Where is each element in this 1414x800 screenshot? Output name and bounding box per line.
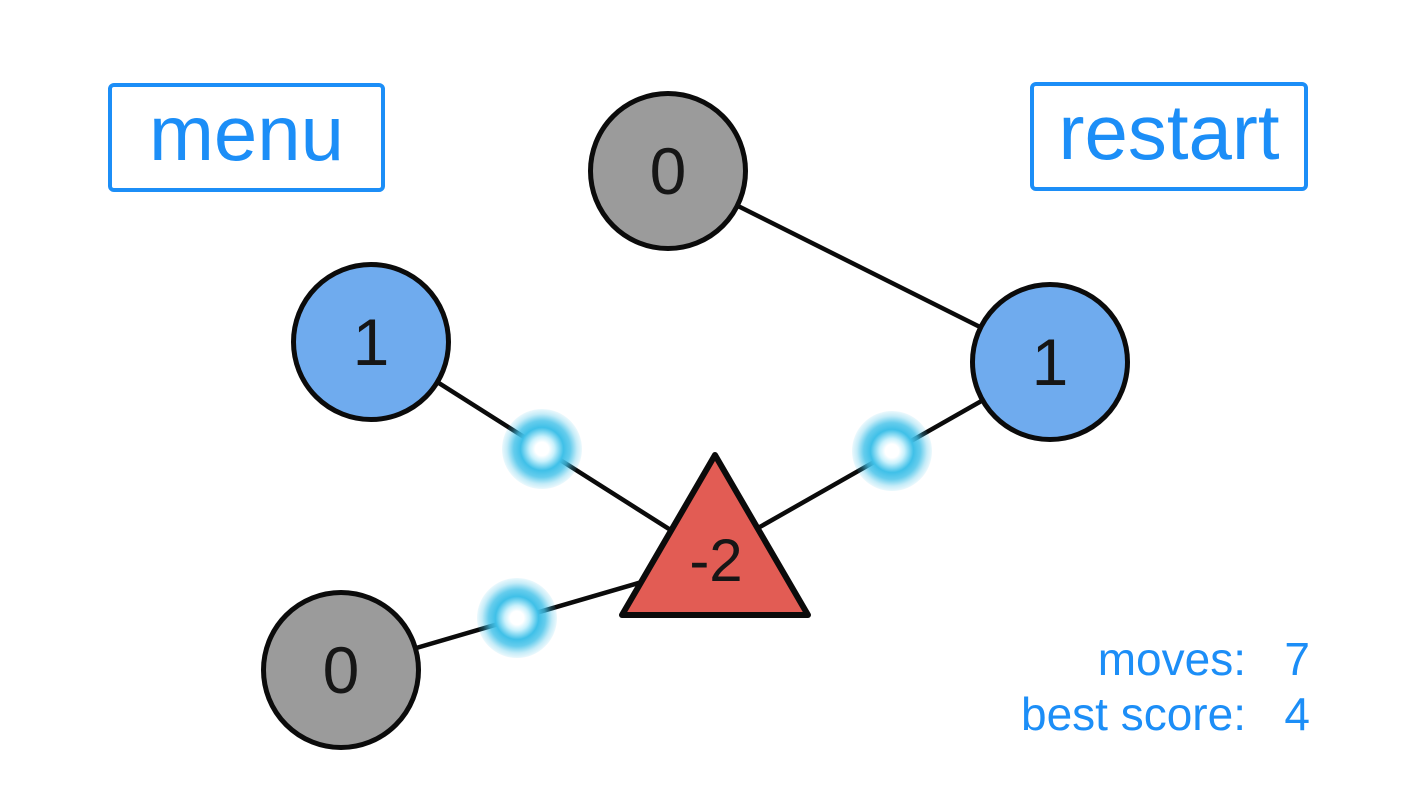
moves-value: 7 (1284, 633, 1310, 685)
score-panel: moves: 7 best score: 4 (1021, 636, 1310, 737)
best-score-value: 4 (1284, 688, 1310, 740)
node-circle-left[interactable]: 1 (291, 262, 451, 422)
node-triangle-center[interactable]: -2 (595, 435, 835, 635)
node-value: -2 (689, 527, 743, 594)
menu-button[interactable]: menu (108, 83, 385, 192)
best-score-label: best score: (1021, 688, 1246, 740)
triangle-shape (619, 452, 811, 618)
moves-label: moves: (1097, 633, 1246, 685)
node-value: 0 (649, 134, 687, 208)
node-circle-bottom[interactable]: 0 (261, 590, 421, 750)
edge-glow-dot[interactable] (852, 411, 932, 491)
node-circle-top[interactable]: 0 (588, 91, 748, 251)
edge-glow-dot[interactable] (477, 578, 557, 658)
edge-glow-dot[interactable] (502, 409, 582, 489)
node-value: 1 (352, 305, 390, 379)
restart-button[interactable]: restart (1030, 82, 1308, 191)
node-value: 0 (322, 633, 360, 707)
node-value: 1 (1031, 325, 1069, 399)
node-circle-right[interactable]: 1 (970, 282, 1130, 442)
